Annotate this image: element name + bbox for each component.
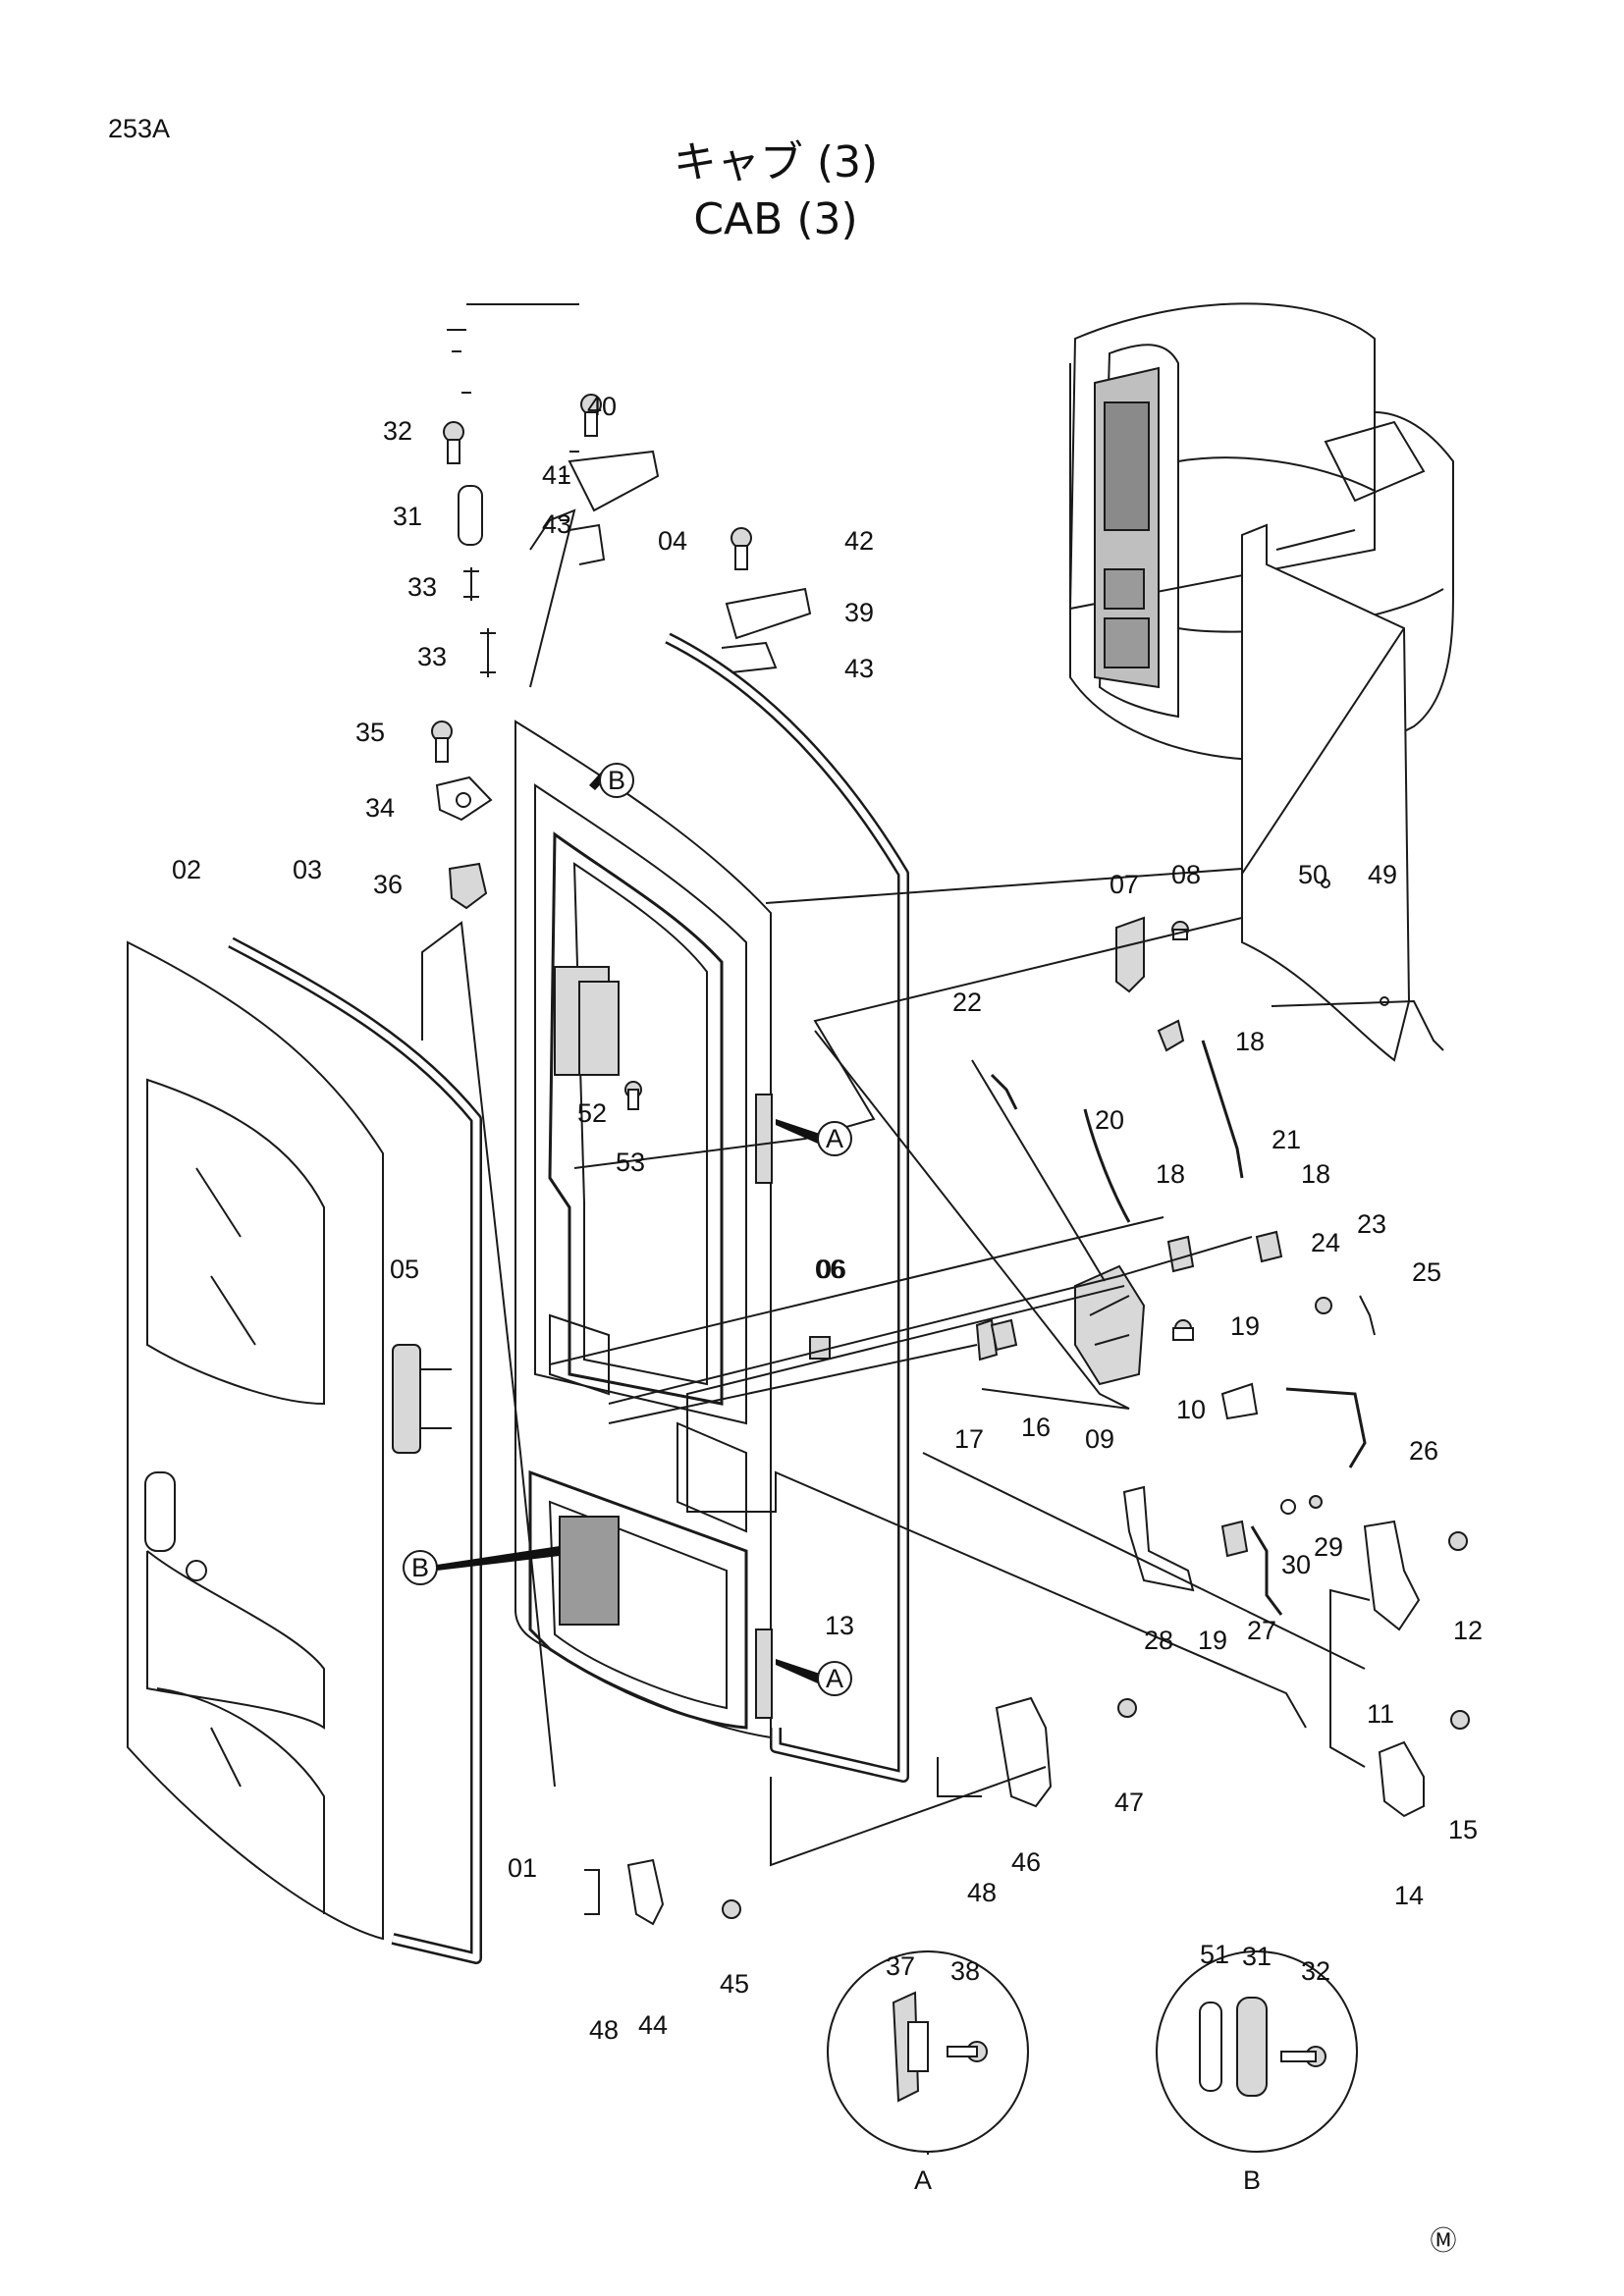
part-label: 43 xyxy=(844,654,874,683)
part-label: 16 xyxy=(1021,1413,1051,1442)
callout-a-lower: A xyxy=(826,1664,843,1693)
part-label: 50 xyxy=(1298,860,1327,889)
view-a-label: A xyxy=(914,2165,932,2195)
callout-a-upper: A xyxy=(826,1124,843,1153)
part-label: 09 xyxy=(1085,1424,1114,1454)
part-label: 03 xyxy=(293,855,322,884)
door-frame-illustration xyxy=(514,720,773,1739)
part-label: 32 xyxy=(383,416,412,446)
part-label: 08 xyxy=(1171,860,1201,889)
part-label: 43 xyxy=(542,509,571,539)
part-label: 11 xyxy=(1367,1699,1394,1729)
part-label: 31 xyxy=(393,502,422,531)
part-label: 10 xyxy=(1176,1395,1206,1424)
weatherstrip-03-illustration xyxy=(228,936,482,1964)
connection-lines xyxy=(421,303,1444,1867)
part-label: 26 xyxy=(1409,1436,1438,1466)
part-label: 05 xyxy=(390,1255,419,1284)
part-label: 35 xyxy=(355,718,385,747)
part-label: 28 xyxy=(1144,1626,1173,1655)
part-label: 48 xyxy=(967,1878,997,1907)
part-label: 18 xyxy=(1235,1027,1265,1056)
part-label: 30 xyxy=(1281,1550,1311,1579)
part-label: 29 xyxy=(1314,1532,1343,1562)
part-label: 38 xyxy=(950,1956,980,1986)
weatherstrip-04-illustration xyxy=(665,632,909,1783)
detail-view-b: B xyxy=(1156,1950,1358,2195)
part-label: 07 xyxy=(1110,870,1139,899)
part-number-labels: 32 40 41 43 31 33 33 35 34 36 04 42 39 4… xyxy=(172,392,1483,2045)
part-label: 23 xyxy=(1357,1209,1386,1239)
part-label: 44 xyxy=(638,2010,668,2040)
part-label: 22 xyxy=(952,988,982,1017)
part-label: 12 xyxy=(1453,1616,1483,1645)
part-label: 32 xyxy=(1301,1956,1330,1986)
part-label: 41 xyxy=(542,460,571,490)
part-label: 06 xyxy=(817,1255,846,1284)
part-label: 52 xyxy=(577,1098,607,1128)
part-label: 21 xyxy=(1272,1125,1301,1154)
part-label: 31 xyxy=(1242,1942,1272,1971)
part-label: 04 xyxy=(658,526,687,556)
part-label: 14 xyxy=(1394,1881,1424,1910)
cab-overview-illustration xyxy=(1068,302,1454,762)
part-label: 33 xyxy=(407,572,437,602)
part-label: 24 xyxy=(1311,1228,1340,1257)
part-label: 40 xyxy=(587,392,617,421)
part-label: 49 xyxy=(1368,860,1397,889)
part-label: 18 xyxy=(1301,1159,1330,1189)
part-label: 37 xyxy=(886,1951,915,1981)
manual-mark: Ⓜ xyxy=(1431,2226,1457,2256)
view-b-label: B xyxy=(1243,2165,1261,2195)
part-label: 17 xyxy=(954,1424,984,1454)
upper-hardware-illustration xyxy=(431,394,831,1360)
part-label: 39 xyxy=(844,598,874,627)
part-label: 19 xyxy=(1198,1626,1227,1655)
part-label: 20 xyxy=(1095,1105,1124,1135)
part-label: 18 xyxy=(1156,1159,1185,1189)
part-label: 06 xyxy=(815,1255,844,1284)
detail-view-a: A xyxy=(827,1950,1029,2195)
part-label: 13 xyxy=(825,1611,854,1640)
part-label: 01 xyxy=(508,1853,537,1883)
part-label: 25 xyxy=(1412,1257,1441,1287)
title-japanese: キャブ (3) xyxy=(674,137,878,187)
part-label: 19 xyxy=(1230,1311,1260,1341)
title-english: CAB (3) xyxy=(693,194,857,244)
part-label: 51 xyxy=(1200,1940,1229,1969)
reference-callouts: A A B B xyxy=(403,763,852,1696)
handle-05-illustration xyxy=(392,1344,452,1454)
part-label: 53 xyxy=(616,1148,645,1177)
callout-b-upper: B xyxy=(608,766,625,795)
callout-b-lower: B xyxy=(411,1553,429,1582)
part-label: 45 xyxy=(720,1969,749,1999)
part-label: 33 xyxy=(417,642,447,671)
part-label: 27 xyxy=(1247,1616,1276,1645)
part-label: 42 xyxy=(844,526,874,556)
lock-mechanism-illustration xyxy=(584,523,1470,1926)
part-label: 02 xyxy=(172,855,201,884)
part-label: 36 xyxy=(373,870,403,899)
part-label: 47 xyxy=(1114,1788,1144,1817)
door-glass-illustration xyxy=(127,940,384,1941)
part-label: 34 xyxy=(365,793,395,823)
page-code: 253A xyxy=(108,114,170,143)
part-label: 46 xyxy=(1011,1847,1041,1877)
part-label: 15 xyxy=(1448,1815,1478,1844)
part-label: 48 xyxy=(589,2015,619,2045)
